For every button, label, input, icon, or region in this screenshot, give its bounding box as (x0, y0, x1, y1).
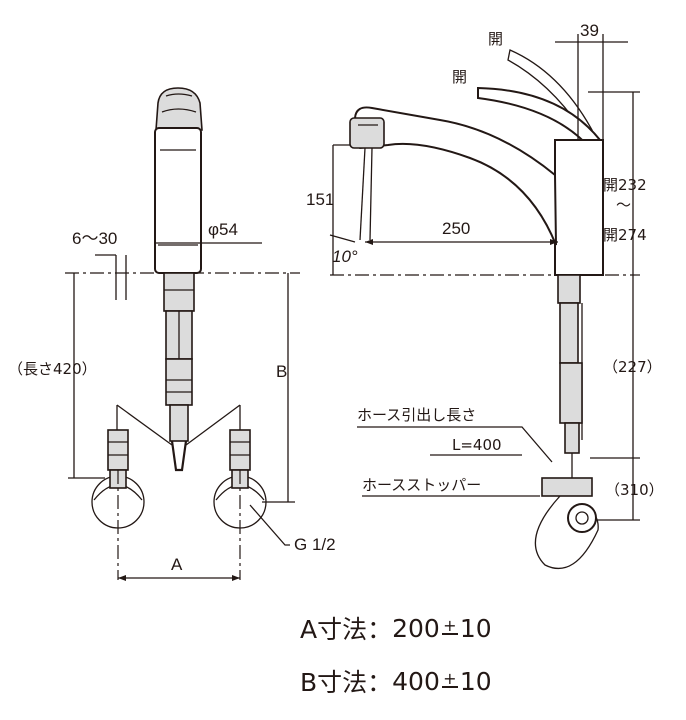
dim-227: （227） (603, 358, 662, 376)
front-view (65, 87, 300, 581)
spec-a: A寸法： 200 + 10 (300, 610, 600, 646)
right-stop-valve (213, 429, 267, 529)
spec-b-tolerance: 10 (459, 666, 492, 696)
left-supply-line (116, 404, 173, 446)
dim-39: 39 (580, 21, 599, 40)
dim-151: 151 (306, 190, 334, 209)
dim-thread: G 1/2 (294, 535, 336, 554)
plus-minus-b: + (441, 669, 458, 688)
spec-a-label: A寸法： (300, 615, 393, 644)
spec-a-value: 200 (392, 613, 440, 643)
front-hoses (165, 310, 193, 472)
spec-b-plus: + (443, 669, 457, 688)
plus-minus-a: + (441, 616, 458, 635)
dim-angle: 10° (332, 247, 358, 266)
label-open-top: 開 (488, 30, 503, 48)
dim-hole-range: 6～30 (72, 229, 117, 248)
label-open-mid: 開 (452, 68, 467, 86)
spray-head (349, 117, 385, 149)
spec-b-value: 400 (392, 666, 440, 696)
dim-open-232: 開232 (603, 176, 647, 194)
label-hose-stopper: ホースストッパー (362, 476, 481, 494)
spec-a-tolerance: 10 (459, 613, 492, 643)
side-view (329, 34, 640, 570)
dim-diameter: φ54 (208, 220, 238, 239)
right-supply-line (185, 404, 241, 446)
hose-stopper (541, 477, 593, 497)
side-hoses (559, 302, 583, 480)
dim-hose-length: （長さ420） (8, 360, 97, 378)
label-hose-pull-length: ホース引出し長さ (357, 406, 476, 424)
spec-b: B寸法： 400 + 10 (300, 663, 600, 699)
spec-a-plus: + (443, 616, 457, 635)
side-body (554, 139, 604, 276)
dim-250: 250 (442, 219, 470, 238)
side-base-nut (557, 274, 581, 304)
dim-a: A (171, 555, 183, 574)
spec-b-label: B寸法： (300, 668, 393, 697)
dim-310: （310） (605, 481, 664, 499)
label-hose-l: L=400 (452, 436, 502, 454)
front-base-nut (163, 272, 195, 312)
dim-b: B (276, 362, 287, 381)
dim-open-274: 開274 (603, 226, 647, 244)
dim-tilde: ～ (616, 196, 631, 214)
